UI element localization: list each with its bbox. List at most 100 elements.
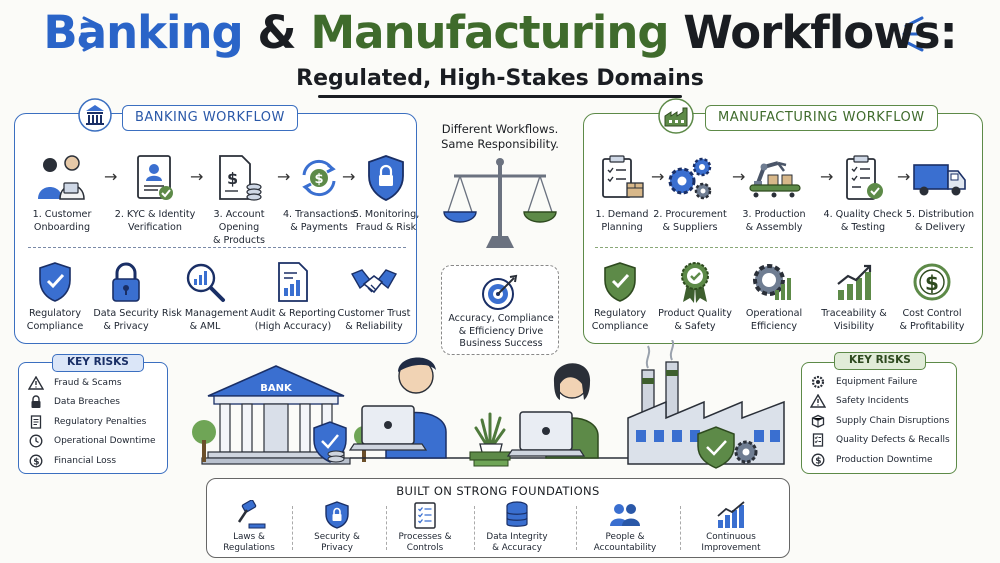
check-shield-icon [39,262,71,302]
banking-step-4: $ 4. Transactions& Payments [275,152,363,234]
banking-feature-3-label-2: & AML [189,320,221,332]
banking-step-2-label-2: Verification [128,222,182,233]
box-icon [811,414,825,428]
banking-feature-5-label-2: & Reliability [345,320,403,332]
title-sparks-right [898,12,928,60]
arrow-icon: → [277,167,291,186]
center-callout-line-3: Business Success [459,338,543,349]
arrow-icon: → [104,167,118,186]
banking-step-3: $ 3. Account Opening & Products [195,152,283,247]
foundation-label-2: Privacy [321,543,353,553]
title-banking: Banking [43,6,243,59]
banking-risk-label: Operational Downtime [54,436,156,447]
factory-header-icon [658,98,694,138]
clipboard-box-icon [602,155,644,198]
center-callout: Accuracy, Compliance & Efficiency Drive … [441,265,559,355]
manufacturing-risk-label: Quality Defects & Recalls [836,435,950,446]
banking-step-5-label: 5. Monitoring, [352,209,420,220]
arrow-icon: → [897,167,911,186]
manufacturing-feature-5: $ Cost Control& Profitability [887,260,977,333]
document-icon [30,415,42,429]
banking-step-3-label: 3. Account Opening [213,209,265,233]
manufacturing-risk-item: Supply Chain Disruptions [809,411,957,431]
banking-feature-3: Risk Management& AML [160,260,250,333]
foundation-label: Processes & [398,532,452,542]
banking-risk-list: Fraud & Scams Data Breaches Regulatory P… [27,373,167,471]
arrow-icon: → [820,167,834,186]
handshake-icon [350,269,398,294]
balance-scale-icon [440,154,560,258]
arrow-icon: → [190,167,204,186]
title-amp: & [242,6,311,59]
banking-risk-label: Data Breaches [54,397,120,408]
manufacturing-feature-1-label: Regulatory [593,308,647,319]
lock-shield-icon [368,155,404,201]
growth-chart-icon [837,264,872,300]
svg-text:$: $ [33,457,39,467]
banking-workflow-header: BANKING WORKFLOW [122,105,298,131]
banking-key-risks-title: KEY RISKS [52,354,144,372]
banking-feature-5: Customer Trust& Reliability [329,260,419,333]
banking-feature-1-label: Regulatory [28,308,82,319]
clock-icon [29,434,43,448]
id-document-icon [137,155,173,200]
arrow-icon: → [651,167,665,186]
manufacturing-risk-item: Quality Defects & Recalls [809,431,957,451]
bank-header-icon [78,98,112,136]
banking-risk-label: Regulatory Penalties [54,416,147,427]
manufacturing-risk-label: Supply Chain Disruptions [836,415,950,426]
foundation-label: Continuous [706,532,756,542]
manufacturing-risk-item: $Production Downtime [809,450,957,470]
growth-chart-icon [717,501,745,528]
lock-icon [31,395,41,409]
foundation-separator [292,506,293,550]
manufacturing-key-risks-title: KEY RISKS [834,352,926,370]
foundation-separator [680,506,681,550]
manufacturing-key-risks [801,362,957,474]
manufacturing-step-5: 5. Distribution& Delivery [896,152,984,234]
gavel-icon [237,500,266,529]
subtitle-underline [318,95,682,98]
foundation-label: Security & [314,532,360,542]
checklist-icon [812,433,824,447]
foundation-label: Data Integrity [486,532,548,542]
manufacturing-risk-label: Equipment Failure [836,376,918,387]
manufacturing-feature-3-label: Operational [745,308,803,319]
banking-step-3-label-2: & Products [213,235,265,246]
subtitle: Regulated, High-Stakes Domains [296,66,704,91]
page-title: Banking & Manufacturing Workflows: [0,4,1000,62]
center-heading: Different Workflows. Same Responsibility… [430,122,570,152]
foundation-item: Laws &Regulations [206,500,292,554]
center-callout-line-1: Accuracy, Compliance [448,313,554,324]
manufacturing-feature-4-label-2: Visibility [833,320,875,332]
banking-feature-4-label: Audit & Reporting [250,308,336,319]
foundation-separator [386,506,387,550]
banking-risk-item: Operational Downtime [27,432,167,452]
manufacturing-feature-4: Traceability &Visibility [809,260,899,333]
foundations-box [206,478,790,558]
people-tablet-icon [38,155,85,200]
foundations-title: BUILT ON STRONG FOUNDATIONS [396,484,600,498]
foundation-label: People & [605,532,645,542]
center-heading-line-1: Different Workflows. [441,122,559,136]
manufacturing-step-2-label-2: & Suppliers [662,222,718,233]
manufacturing-step-5-label: 5. Distribution [905,209,975,220]
magnifier-chart-icon [186,263,225,302]
banking-step-4-label: 4. Transactions [282,209,356,220]
workplace-illustration: BANK [192,340,785,469]
checklist-icon [414,502,436,529]
dollar-cycle-icon: $ [302,159,336,197]
manufacturing-step-2-label: 2. Procurement [653,209,727,220]
truck-icon [913,164,966,196]
banking-risk-item: Regulatory Penalties [27,412,167,432]
padlock-icon [112,262,140,302]
shield-check-icon [697,426,758,469]
svg-text:$: $ [227,169,238,188]
